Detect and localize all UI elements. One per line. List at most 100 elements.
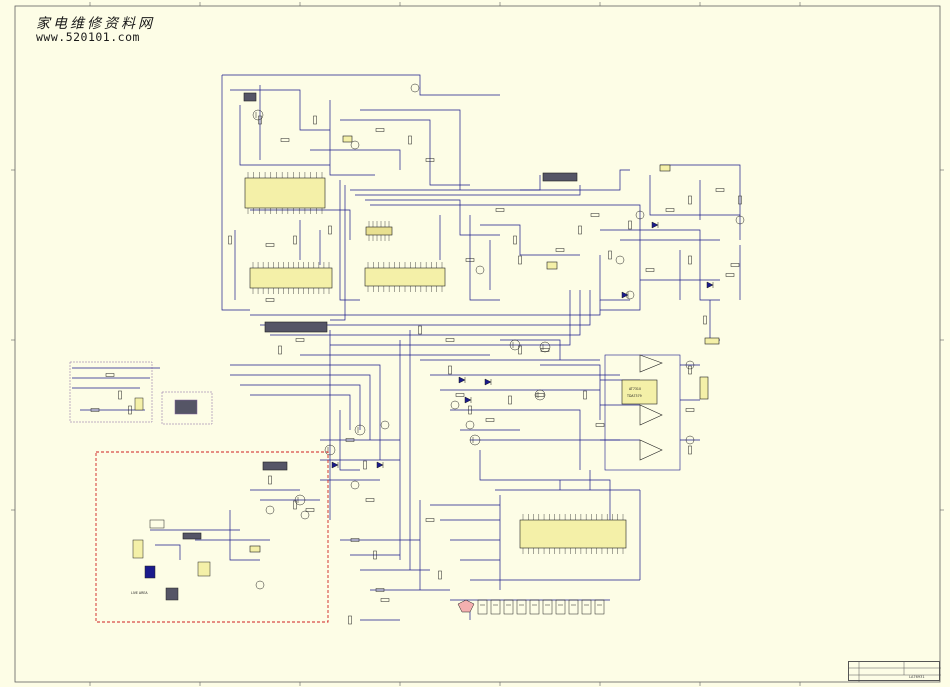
resistor — [508, 395, 512, 405]
switch — [516, 599, 527, 615]
resistor — [725, 273, 735, 277]
resistor — [513, 235, 517, 245]
capacitor — [350, 480, 360, 490]
ic-label-amp: AT7310 — [629, 387, 641, 391]
resistor — [738, 195, 742, 205]
resistor — [425, 158, 435, 162]
resistor — [583, 390, 587, 400]
transistor — [324, 444, 336, 456]
switch — [568, 599, 579, 615]
resistor — [365, 498, 375, 502]
resistor — [518, 255, 522, 265]
frame-ticks — [11, 2, 944, 686]
diode — [458, 376, 466, 384]
audio-amplifier — [604, 354, 709, 471]
capacitor — [685, 435, 695, 445]
resistor — [628, 220, 632, 230]
switch — [503, 599, 514, 615]
resistor — [608, 250, 612, 260]
switch — [581, 599, 592, 615]
capacitor — [350, 140, 360, 150]
resistor — [265, 243, 275, 247]
resistor — [375, 128, 385, 132]
title-block: LA76931 — [848, 661, 941, 682]
resistor — [445, 338, 455, 342]
resistor — [665, 208, 675, 212]
switch — [555, 599, 566, 615]
resistor — [418, 325, 422, 335]
resistor — [468, 405, 472, 415]
capacitor — [450, 400, 460, 410]
ic-u3 — [364, 267, 446, 287]
resistor — [90, 408, 100, 412]
diode — [464, 396, 472, 404]
resistor — [350, 538, 360, 542]
resistor — [645, 268, 655, 272]
ic-u8 — [182, 532, 202, 540]
switch — [490, 599, 501, 615]
transistor — [294, 494, 306, 506]
ic-u16 — [243, 92, 257, 102]
capacitor — [410, 83, 420, 93]
diode — [376, 461, 384, 469]
resistor — [590, 213, 600, 217]
live-area-boundary — [95, 451, 329, 623]
resistor — [703, 315, 707, 325]
resistor — [345, 438, 355, 442]
resistor — [518, 345, 522, 355]
diode — [484, 378, 492, 386]
resistor — [455, 393, 465, 397]
capacitor — [635, 210, 645, 220]
diode — [651, 221, 659, 229]
resistor — [278, 345, 282, 355]
resistor — [128, 405, 132, 415]
capacitor — [475, 265, 485, 275]
resistor — [348, 615, 352, 625]
keypad-module — [69, 361, 213, 425]
resistor — [495, 208, 505, 212]
live-area-label: LIVE AREA — [131, 591, 148, 595]
ic-u12 — [342, 135, 353, 143]
ic-u1 — [244, 177, 326, 209]
resistor — [688, 365, 692, 375]
ic-pins — [247, 172, 624, 554]
resistor — [265, 298, 275, 302]
ic-u11 — [546, 261, 558, 270]
diode — [706, 281, 714, 289]
transistor — [534, 389, 546, 401]
ic-u6 — [264, 321, 328, 333]
resistor — [555, 248, 565, 252]
resistor — [373, 550, 377, 560]
resistor — [295, 338, 305, 342]
resistor — [578, 225, 582, 235]
diode — [621, 291, 629, 299]
resistor — [380, 598, 390, 602]
resistor — [363, 460, 367, 470]
resistor — [305, 508, 315, 512]
resistor — [685, 408, 695, 412]
ic-u14 — [704, 337, 720, 345]
resistor — [715, 188, 725, 192]
discrete-components — [90, 83, 745, 625]
capacitor — [380, 420, 390, 430]
ic-u10 — [621, 379, 658, 405]
ic-u7 — [262, 461, 288, 471]
transistor — [252, 109, 264, 121]
resistor — [293, 500, 297, 510]
resistor — [448, 365, 452, 375]
watermark-url: www.520101.com — [36, 30, 140, 44]
ic-u4 — [365, 226, 393, 236]
resistor — [535, 393, 545, 397]
resistor — [688, 195, 692, 205]
switch — [542, 599, 553, 615]
transistor — [509, 339, 521, 351]
transistor — [539, 341, 551, 353]
resistor — [438, 570, 442, 580]
switch-diamond — [457, 599, 475, 613]
capacitor — [465, 420, 475, 430]
resistor — [228, 235, 232, 245]
connector-row — [457, 599, 605, 615]
resistor — [280, 138, 290, 142]
resistor — [408, 135, 412, 145]
